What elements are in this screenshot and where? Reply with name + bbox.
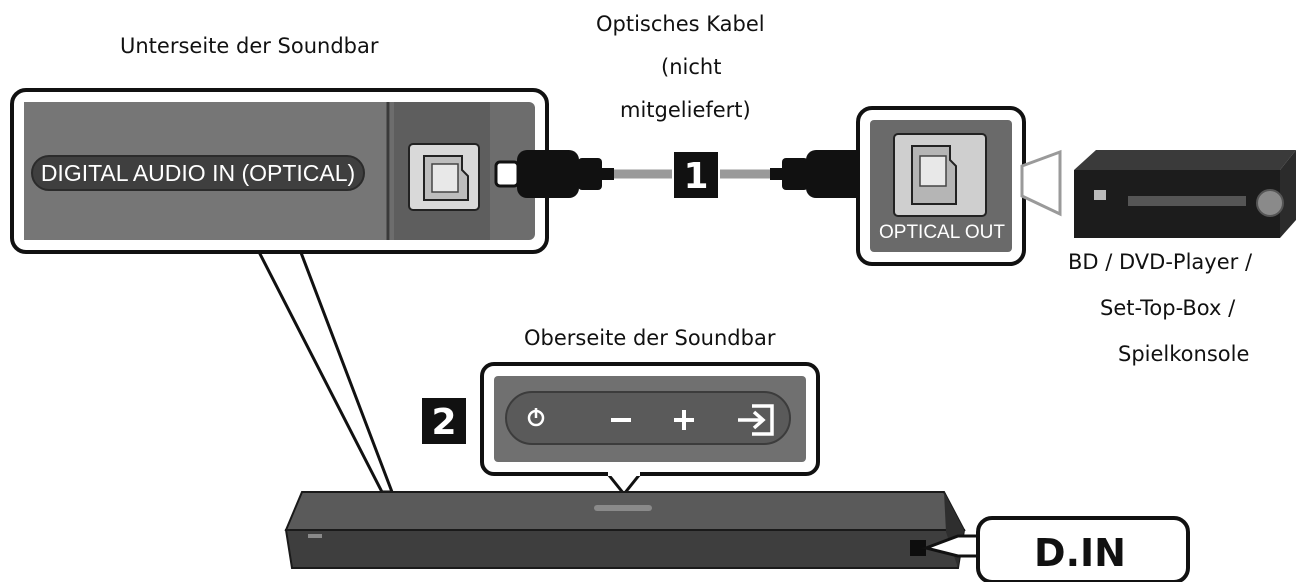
device-caption-line2: Set-Top-Box /	[1100, 296, 1236, 320]
top-side-caption: Oberseite der Soundbar	[524, 326, 776, 350]
soundbar	[284, 491, 966, 569]
svg-text:1: 1	[683, 156, 708, 197]
source-input-icon	[738, 404, 774, 436]
display-readout: D.IN	[1034, 531, 1126, 575]
bottom-side-caption: Unterseite der Soundbar	[120, 34, 379, 58]
optical-port-icon	[408, 143, 480, 211]
device-caption-line1: BD / DVD-Player /	[1068, 250, 1253, 274]
display-callout	[920, 516, 1190, 582]
cable-caption-line2: (nicht	[661, 55, 722, 79]
step-2-badge: 2	[422, 398, 466, 444]
power-icon	[527, 408, 545, 427]
cable-caption-line3: mitgeliefert)	[620, 98, 751, 122]
step-1-badge: 1	[674, 152, 718, 198]
optical-plug-icon-left	[494, 150, 614, 198]
digital-audio-in-label: DIGITAL AUDIO IN (OPTICAL)	[31, 155, 365, 191]
device-callout-pointer	[1020, 149, 1062, 217]
device-caption-line3: Spielkonsole	[1118, 342, 1250, 366]
svg-text:OPTICAL OUT: OPTICAL OUT	[879, 222, 1005, 243]
top-side-panel	[480, 362, 820, 497]
svg-text:2: 2	[431, 402, 456, 443]
player-icon	[1074, 150, 1296, 238]
plus-icon	[674, 410, 694, 430]
svg-text:DIGITAL AUDIO IN (OPTICAL): DIGITAL AUDIO IN (OPTICAL)	[41, 160, 355, 186]
device-rear-panel: OPTICAL OUT	[856, 106, 1026, 266]
cable-caption-line1: Optisches Kabel	[596, 12, 765, 36]
bottom-callout-pointer	[255, 248, 395, 494]
